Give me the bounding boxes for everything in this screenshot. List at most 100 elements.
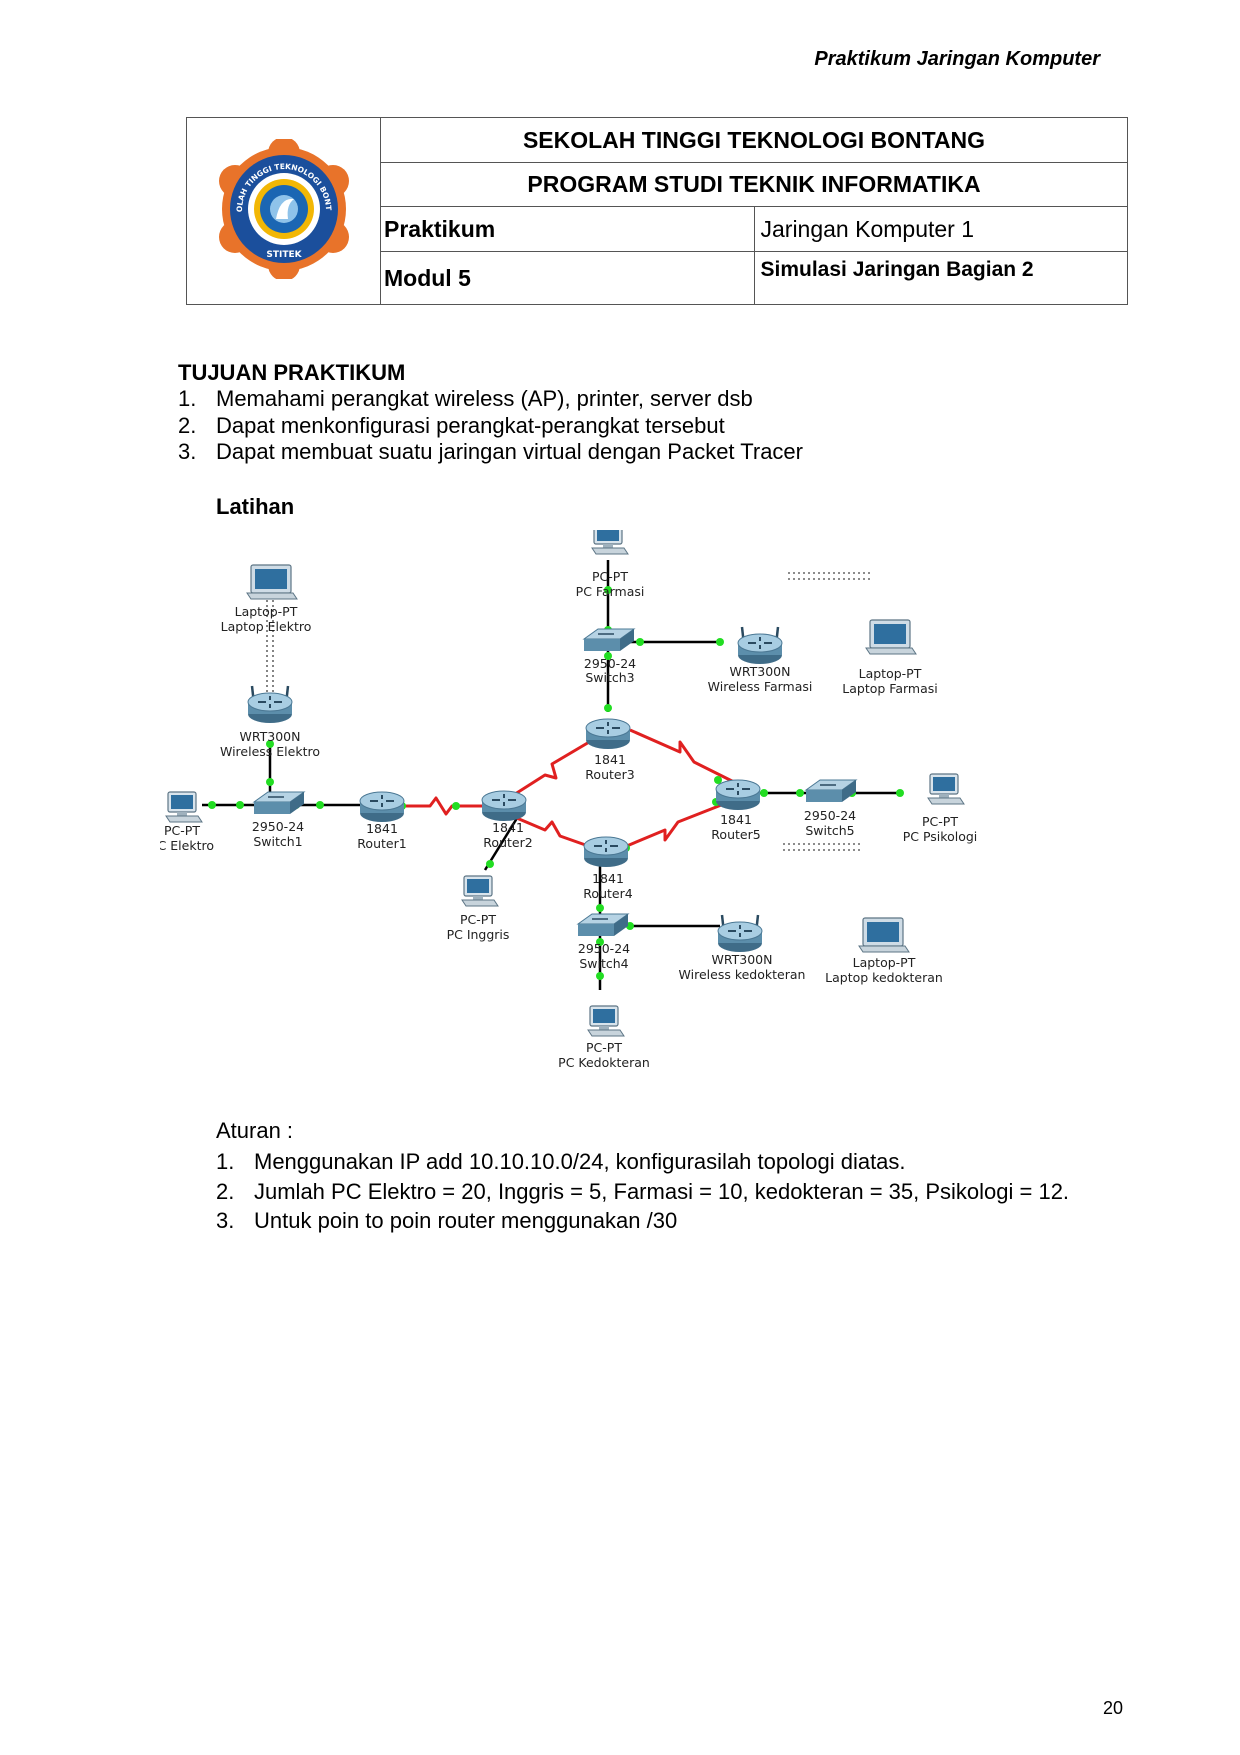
device-switch4: 2950-24 Switch4 [577,913,630,971]
port-indicators [208,586,904,980]
device-pc-kedokteran: PC-PT PC Kedokteran [558,1005,650,1070]
device-model-label: Laptop-PT [235,604,298,619]
device-name-label: Router4 [583,886,632,901]
device-model-label: 2950-24 [578,941,630,956]
device-name-label: Laptop Farmasi [842,681,937,696]
device-router1: 1841 Router1 [357,791,407,851]
device-name-label: Wireless kedokteran [679,967,806,982]
objectives-list: 1.Memahami perangkat wireless (AP), prin… [178,386,803,466]
objectives-title: TUJUAN PRAKTIKUM [178,360,406,385]
serial-router3-router5 [629,728,735,784]
device-model-label: WRT300N [240,729,301,744]
objective-text: Memahami perangkat wireless (AP), printe… [216,386,753,411]
wireless-links [266,570,870,851]
device-wireless-elektro: WRT300N Wireless Elektro [220,684,320,759]
device-name-label: Switch5 [805,823,854,838]
device-pc-elektro: PC-PT PC Elektro [160,791,214,853]
device-name-label: PC Farmasi [576,584,645,599]
device-model-label: PC-PT [460,912,496,927]
praktikum-value: Jaringan Komputer 1 [753,206,1128,252]
device-pc-psikologi: PC-PT PC Psikologi [903,773,978,844]
running-header: Praktikum Jaringan Komputer [814,48,1100,70]
logo-bottom-text: STITEK [266,250,302,260]
device-model-label: PC-PT [592,569,628,584]
device-model-label: PC-PT [586,1040,622,1055]
device-name-label: PC Inggris [447,927,510,942]
device-model-label: WRT300N [712,952,773,967]
modul-value: Simulasi Jaringan Bagian 2 [753,251,1128,305]
program-label: PROGRAM STUDI TEKNIK INFORMATIKA [527,171,981,197]
device-pc-inggris: PC-PT PC Inggris [447,875,510,942]
page-number: 20 [1103,1698,1124,1718]
device-model-label: PC-PT [922,814,958,829]
objective-item: 3.Dapat membuat suatu jaringan virtual d… [178,439,803,464]
rules-title: Aturan : [216,1118,294,1143]
praktikum-label: Praktikum [380,206,755,252]
device-wireless-kedokteran: WRT300N Wireless kedokteran [679,913,806,982]
device-router2: 1841 Router2 [481,790,533,850]
exercise-title: Latihan [216,494,295,519]
device-router3: 1841 Router3 [585,718,635,782]
device-pc-farmasi: PC-PT PC Farmasi [576,530,645,599]
device-name-label: Router3 [585,767,634,782]
device-model-label: 2950-24 [804,808,856,823]
serial-router2-router3 [511,736,597,798]
objective-item: 1.Memahami perangkat wireless (AP), prin… [178,386,753,411]
institution-label: SEKOLAH TINGGI TEKNOLOGI BONTANG [522,127,986,153]
objective-text: Dapat membuat suatu jaringan virtual den… [216,439,803,464]
device-wireless-farmasi: WRT300N Wireless Farmasi [708,625,813,694]
device-model-label: Laptop-PT [859,666,922,681]
device-model-label: 2950-24 [252,819,304,834]
device-laptop-elektro: Laptop-PT Laptop Elektro [221,564,312,634]
rules-list: 1.Menggunakan IP add 10.10.10.0/24, konf… [216,1147,1069,1236]
serial-router1-router2 [400,796,502,816]
rule-item: 1.Menggunakan IP add 10.10.10.0/24, konf… [216,1149,906,1174]
device-name-label: Wireless Elektro [220,744,320,759]
program-name: PROGRAM STUDI TEKNIK INFORMATIKA [380,162,1128,207]
device-name-label: Router5 [711,827,760,842]
rule-text: Untuk poin to poin router menggunakan /3… [254,1208,678,1233]
link-router2-pc-inggris [483,809,524,871]
device-model-label: WRT300N [730,664,791,679]
device-router4: 1841 Router4 [583,836,633,901]
device-router5: 1841 Router5 [711,779,761,842]
device-name-label: Wireless Farmasi [708,679,813,694]
objective-text: Dapat menkonfigurasi perangkat-perangkat… [216,412,725,438]
device-name-label: Laptop Elektro [221,619,312,634]
device-name-label: Switch4 [579,956,628,971]
device-model-label: PC-PT [164,823,200,838]
device-model-label: Laptop-PT [853,955,916,970]
device-model-label: 1841 [366,821,398,836]
device-switch5: 2950-24 Switch5 [804,779,857,838]
rule-text: Jumlah PC Elektro = 20, Inggris = 5, Far… [254,1178,1070,1204]
rule-text: Menggunakan IP add 10.10.10.0/24, konfig… [254,1149,906,1174]
device-name-label: PC Kedokteran [558,1055,650,1070]
objective-item: 2.Dapat menkonfigurasi perangkat-perangk… [178,412,725,438]
rule-item: 2.Jumlah PC Elektro = 20, Inggris = 5, F… [216,1178,1070,1204]
device-model-label: 1841 [594,752,626,767]
device-name-label: PC Psikologi [903,829,978,844]
device-switch1: 2950-24 Switch1 [252,791,305,849]
stitek-logo: SEKOLAH TINGGI TEKNOLOGI BONTANG STITEK [210,132,349,281]
device-name-label: Router2 [483,835,532,850]
network-topology-diagram: Laptop-PT Laptop Elektro WRT300N Wireles… [160,530,978,1070]
device-name-label: Router1 [357,836,406,851]
device-model-label: 2950-24 [584,656,636,671]
rule-item: 3.Untuk poin to poin router menggunakan … [216,1208,678,1233]
logo-cell: SEKOLAH TINGGI TEKNOLOGI BONTANG STITEK [186,117,381,305]
device-laptop-farmasi: Laptop-PT Laptop Farmasi [842,619,938,696]
device-name-label: PC Elektro [160,838,214,853]
device-model-label: 1841 [720,812,752,827]
device-name-label: Switch1 [253,834,302,849]
device-model-label: 1841 [592,871,624,886]
device-laptop-kedokteran: Laptop-PT Laptop kedokteran [825,917,943,985]
modul-label: Modul 5 [380,251,755,305]
module-header-table: SEKOLAH TINGGI TEKNOLOGI BONTANG STITEK … [186,117,1128,305]
serial-router2-router4 [511,814,595,850]
serial-links [400,728,735,850]
device-model-label: 1841 [492,820,524,835]
serial-router4-router5 [621,798,735,850]
device-switch3: 2950-24 Switch3 [583,628,636,685]
institution-name: SEKOLAH TINGGI TEKNOLOGI BONTANG [380,117,1128,163]
device-name-label: Laptop kedokteran [825,970,943,985]
